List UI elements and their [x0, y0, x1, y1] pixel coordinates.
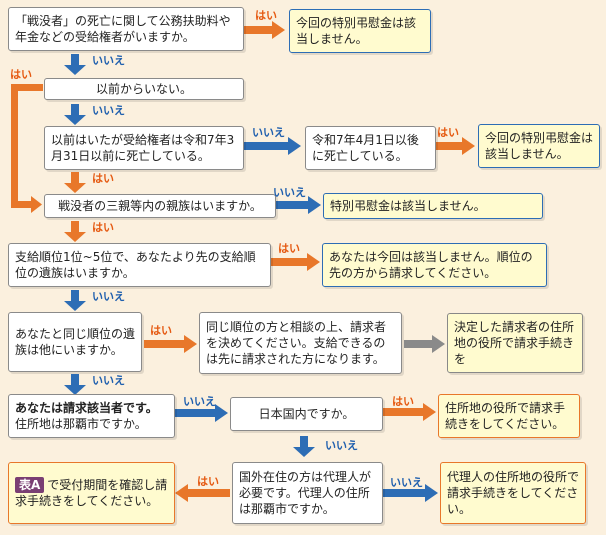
q8-text: 国外在住の方は代理人が必要です。代理人の住所は那覇市ですか。 [239, 470, 372, 516]
result-agent-office: 代理人の住所地の役所で請求手続きをしてください。 [440, 462, 586, 524]
label-yes-q3b: はい [437, 126, 459, 139]
r5-text: あなたは今回は該当しません。順位の先の方から請求してください。 [329, 250, 533, 280]
label-no-q5: いいえ [92, 290, 125, 303]
grey-arrow [404, 335, 445, 353]
question-same-rank: あなたと同じ順位の遺族は他にいますか。 [8, 312, 142, 372]
r1-text: 今回の特別弔慰金は該当しません。 [296, 16, 417, 46]
yes-arrows [11, 21, 475, 502]
result-decided-claimant: 決定した請求者の住所地の役所で請求手続きを [447, 313, 583, 373]
bracket-bottom [11, 201, 33, 208]
question-survivor-beneficiary: 「戦没者」の死亡に関して公務扶助料や年金などの受給権者がいますか。 [8, 7, 244, 51]
q3b-text: 令和7年4月1日以後に死亡している。 [312, 133, 419, 163]
label-no-q1: いいえ [92, 54, 125, 67]
q6-text: あなたと同じ順位の遺族は他にいますか。 [15, 327, 136, 357]
r8-text: で受付期間を確認し請求手続きをしてください。 [15, 478, 168, 508]
label-no-q6: いいえ [92, 374, 125, 387]
q7-bold: あなたは請求該当者です。 [15, 401, 158, 415]
label-yes-q5: はい [278, 242, 300, 255]
result-local-office: 住所地の役所で請求手続きをしてください。 [438, 394, 580, 438]
result-not-eligible-3: 特別弔慰金は該当しません。 [323, 193, 543, 219]
arrow-q1-r1 [244, 26, 274, 34]
bracket-top [11, 84, 43, 91]
question-never-existed: 以前からいない。 [44, 78, 244, 100]
table-a-badge: 表A [15, 477, 45, 493]
question-died-before: 以前はいたが受給権者は令和7年3月31日以前に死亡している。 [44, 126, 244, 170]
q5-text: 支給順位1位~5位で、あなたより先の支給順位の遺族はいますか。 [15, 250, 256, 280]
label-yes-q4: はい [92, 221, 114, 234]
label-no-q7b: いいえ [325, 439, 358, 452]
label-yes-q6: はい [150, 324, 172, 337]
q1-text: 「戦没者」の死亡に関して公務扶助料や年金などの受給権者がいますか。 [15, 14, 231, 44]
r9-text: 代理人の住所地の役所で請求手続きをしてください。 [447, 470, 580, 516]
r3-text: 今回の特別弔慰金は該当しません。 [485, 131, 594, 161]
label-yes-bracket: はい [10, 68, 32, 81]
q6b-text: 同じ順位の方と相談の上、請求者を決めてください。支給できるのは先に請求された方に… [206, 320, 387, 366]
label-yes-q1: はい [255, 9, 277, 22]
result-not-eligible-1: 今回の特別弔慰金は該当しません。 [289, 9, 431, 53]
instruction-decide-claimant: 同じ順位の方と相談の上、請求者を決めてください。支給できるのは先に請求された方に… [199, 312, 402, 374]
q2-text: 以前からいない。 [95, 82, 192, 96]
question-died-after: 令和7年4月1日以後に死亡している。 [305, 126, 436, 170]
label-no-q8: いいえ [390, 476, 423, 489]
label-no-q3: いいえ [252, 126, 285, 139]
result-not-eligible-2: 今回の特別弔慰金は該当しません。 [478, 124, 600, 168]
label-no-q7: いいえ [183, 395, 216, 408]
q7-text: 住所地は那覇市ですか。 [15, 417, 147, 431]
q4-text: 戦没者の三親等内の親族はいますか。 [58, 199, 262, 213]
question-agent-naha: 国外在住の方は代理人が必要です。代理人の住所は那覇市ですか。 [232, 462, 383, 524]
label-no-q4: いいえ [273, 186, 306, 199]
no-arrows [64, 54, 438, 502]
label-yes-q8: はい [197, 475, 219, 488]
question-higher-priority: 支給順位1位~5位で、あなたより先の支給順位の遺族はいますか。 [8, 243, 271, 287]
question-naha-resident: あなたは請求該当者です。 住所地は那覇市ですか。 [8, 394, 175, 438]
q7b-text: 日本国内ですか。 [258, 407, 355, 421]
bracket-vertical [11, 84, 18, 208]
label-no-q2: いいえ [92, 104, 125, 117]
q3-text: 以前はいたが受給権者は令和7年3月31日以前に死亡している。 [51, 133, 235, 163]
r7-text: 住所地の役所で請求手続きをしてください。 [445, 401, 566, 431]
r4-text: 特別弔慰金は該当しません。 [330, 199, 486, 213]
label-yes-q7b: はい [392, 395, 414, 408]
r6-text: 決定した請求者の住所地の役所で請求手続きを [454, 320, 575, 366]
question-in-japan: 日本国内ですか。 [230, 397, 383, 431]
label-yes-q3: はい [92, 172, 114, 185]
question-relatives: 戦没者の三親等内の親族はいますか。 [44, 194, 276, 218]
result-not-this-time: あなたは今回は該当しません。順位の先の方から請求してください。 [322, 243, 547, 287]
